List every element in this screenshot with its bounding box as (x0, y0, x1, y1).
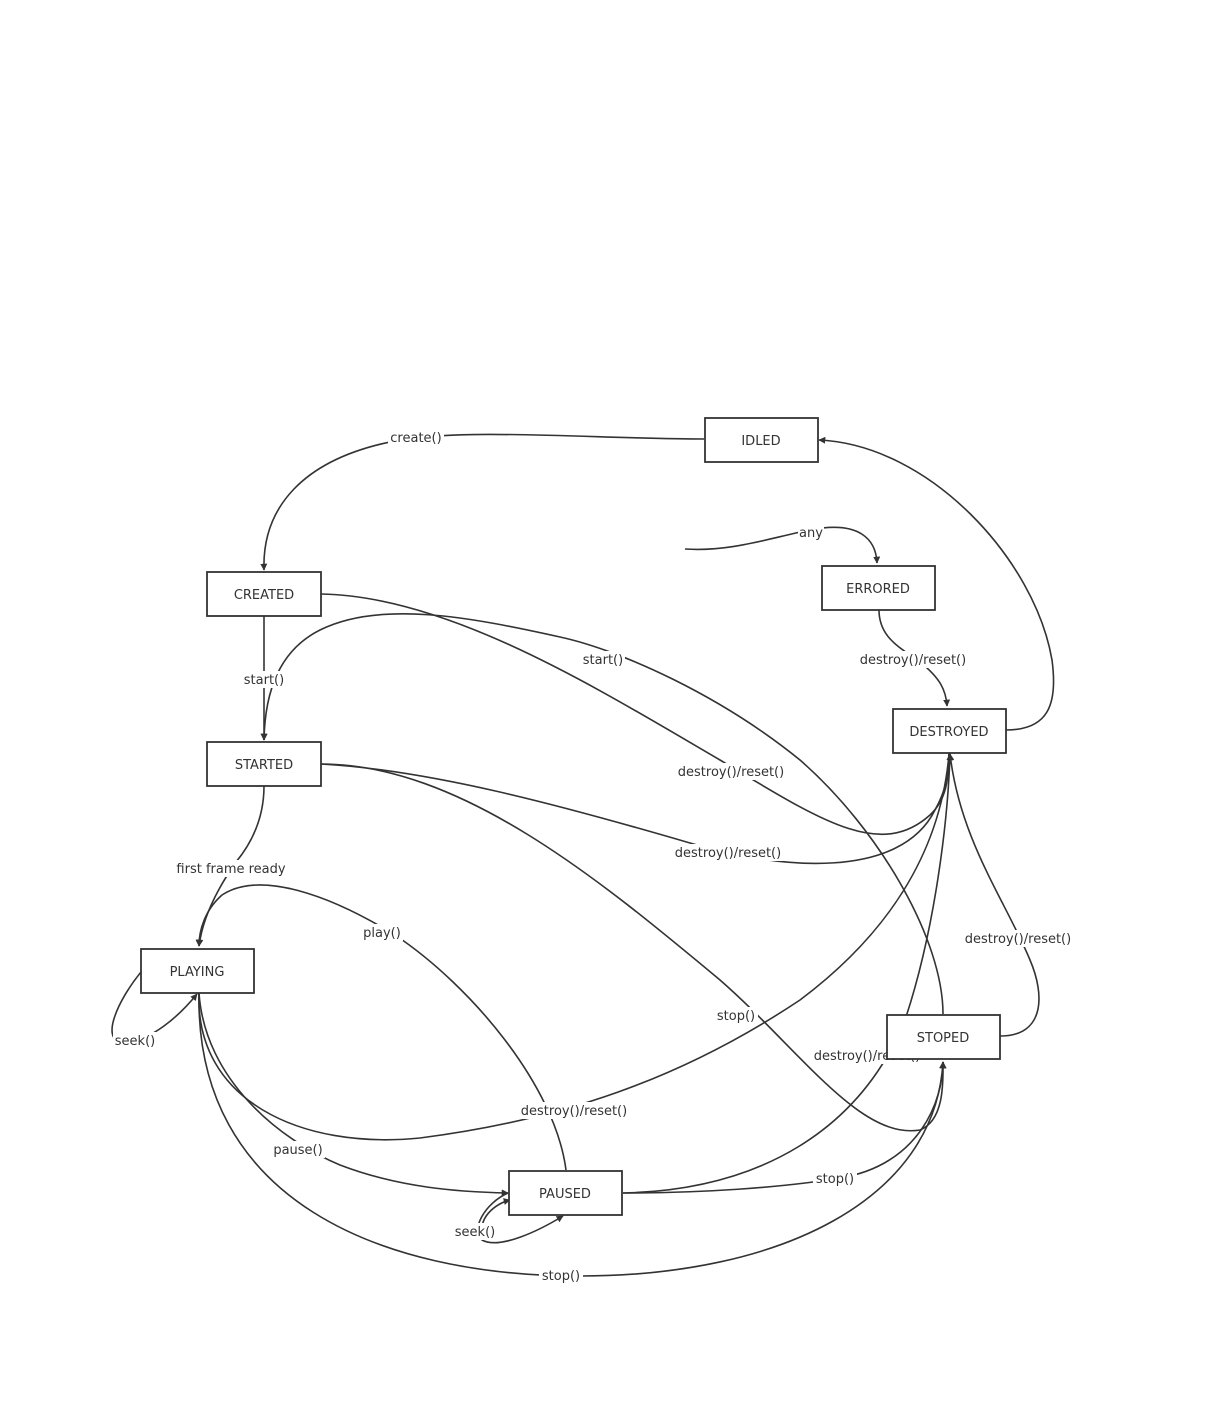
label-any-text: any (799, 526, 823, 541)
state-started: STARTED (206, 741, 322, 787)
label-pause-text: pause() (273, 1143, 322, 1158)
label-created-destroy: destroy()/reset() (676, 763, 786, 780)
edge-created-to-destroyed (320, 593, 950, 836)
label-stoped-start: start() (581, 651, 625, 668)
label-first-frame: first frame ready (176, 860, 286, 877)
edges (111, 433, 1055, 1277)
label-stoped-destroy: destroy()/reset() (962, 930, 1074, 947)
edge-destroyed-to-idled (818, 436, 1055, 731)
label-playing-destroy-text: destroy()/reset() (521, 1104, 627, 1119)
state-stoped: STOPED (886, 1014, 1001, 1060)
label-errored-destroy: destroy()/reset() (858, 651, 968, 668)
state-idled-label: IDLED (741, 434, 780, 449)
edge-idled-to-created (260, 433, 705, 571)
label-paused-seek-text: seek() (455, 1225, 495, 1240)
state-paused-label: PAUSED (539, 1187, 591, 1202)
state-idled: IDLED (704, 417, 819, 463)
edge-paused-to-playing (195, 884, 567, 1171)
label-playing-stop: stop() (539, 1267, 583, 1284)
edge-any-to-errored (684, 526, 881, 564)
label-playing-stop-text: stop() (542, 1269, 580, 1284)
edge-playing-to-paused (198, 992, 509, 1197)
edge-stoped-to-destroyed (947, 753, 1040, 1037)
label-paused-stop: stop() (813, 1170, 857, 1187)
label-create: create() (388, 429, 444, 446)
edge-started-to-destroyed (320, 751, 950, 865)
state-playing: PLAYING (140, 948, 255, 994)
label-pause: pause() (271, 1141, 325, 1158)
edge-paused-to-destroyed (622, 753, 954, 1194)
label-errored-destroy-text: destroy()/reset() (860, 653, 966, 668)
label-first-frame-text: first frame ready (176, 862, 285, 877)
edge-paused-self-seek (476, 1192, 564, 1244)
label-started-stop-text: stop() (717, 1009, 755, 1024)
edge-started-to-stoped (320, 763, 947, 1132)
label-stoped-destroy-text: destroy()/reset() (965, 932, 1071, 947)
state-created-label: CREATED (234, 588, 294, 603)
label-create-text: create() (390, 431, 441, 446)
state-paused: PAUSED (508, 1170, 623, 1216)
label-playing-destroy: destroy()/reset() (518, 1102, 630, 1119)
edge-playing-to-stoped (198, 992, 947, 1277)
edge-playing-to-destroyed (198, 753, 950, 1141)
label-any: any (798, 524, 824, 541)
label-play-text: play() (363, 926, 401, 941)
label-paused-seek: seek() (453, 1223, 497, 1240)
label-started-destroy: destroy()/reset() (673, 844, 783, 861)
edge-labels: create() any start() start() destroy()/r… (113, 429, 1074, 1284)
state-errored-label: ERRORED (846, 582, 910, 597)
label-stoped-start-text: start() (583, 653, 623, 668)
state-destroyed-label: DESTROYED (909, 725, 988, 740)
state-errored: ERRORED (821, 565, 936, 611)
label-paused-stop-text: stop() (816, 1172, 854, 1187)
label-playing-seek-text: seek() (115, 1034, 155, 1049)
state-destroyed: DESTROYED (892, 708, 1007, 754)
label-play: play() (361, 924, 403, 941)
edge-stoped-to-started (260, 612, 944, 1015)
label-created-start-text: start() (244, 673, 284, 688)
label-started-destroy-text: destroy()/reset() (675, 846, 781, 861)
state-playing-label: PLAYING (170, 965, 225, 980)
state-stoped-label: STOPED (917, 1031, 970, 1046)
label-playing-seek: seek() (113, 1032, 157, 1049)
label-created-start: start() (242, 671, 286, 688)
state-created: CREATED (206, 571, 322, 617)
label-created-destroy-text: destroy()/reset() (678, 765, 784, 780)
state-started-label: STARTED (235, 758, 293, 773)
label-started-stop: stop() (714, 1007, 758, 1024)
nodes: IDLED CREATED ERRORED DESTROYED STARTED … (140, 417, 1007, 1216)
